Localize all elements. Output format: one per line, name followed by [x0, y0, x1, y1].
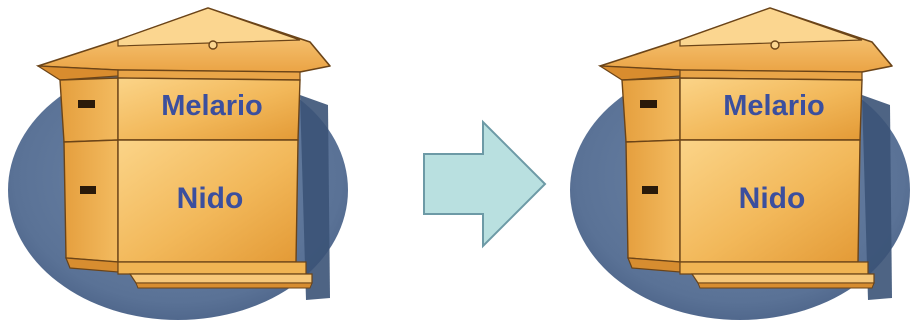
right-arrow-icon — [424, 122, 545, 246]
upper-box-label: Melario — [723, 90, 825, 122]
hive-before: Melario Nido — [8, 8, 348, 320]
lower-box-label: Nido — [177, 182, 244, 215]
upper-box-label: Melario — [161, 90, 263, 122]
lower-box-label: Nido — [739, 182, 806, 215]
hive-after: Melario Nido — [570, 8, 910, 320]
